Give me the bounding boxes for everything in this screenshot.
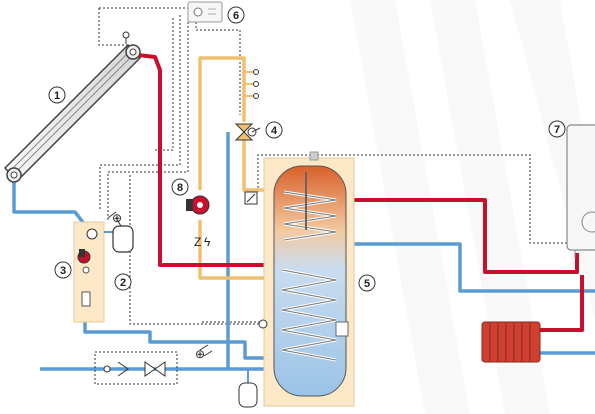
lightning-icon: ϟ: [204, 235, 211, 249]
svg-text:7: 7: [554, 124, 560, 136]
label-3: 3: [54, 261, 72, 279]
solar-controller: [187, 1, 223, 23]
solar-pump-station: [73, 221, 105, 323]
component-labels: 1 2 3 4 5 6 7 8: [48, 6, 566, 292]
radiator: [481, 321, 541, 363]
svg-text:8: 8: [177, 182, 183, 194]
lower-expansion-vessel: [238, 369, 258, 408]
svg-text:5: 5: [364, 278, 370, 290]
svg-text:1: 1: [54, 90, 60, 102]
label-1: 1: [48, 86, 66, 104]
thermostat-icon: [244, 191, 258, 205]
three-way-valve: [234, 123, 261, 141]
svg-text:⊕: ⊕: [112, 211, 122, 225]
label-5: 5: [358, 274, 376, 292]
control-wiring: [98, 7, 567, 325]
label-4: 4: [265, 121, 283, 139]
hot-pipes: [137, 53, 584, 332]
svg-text:4: 4: [271, 125, 278, 137]
expansion-vessel: ⊕: [104, 211, 134, 253]
z-symbol: Z: [194, 235, 201, 249]
cold-pipes: [12, 132, 595, 371]
svg-text:6: 6: [233, 10, 239, 22]
label-6: 6: [227, 6, 245, 24]
temperature-sensor-icon: [122, 31, 130, 39]
storage-tank: [258, 151, 355, 407]
svg-text:⊕: ⊕: [195, 347, 205, 361]
hot-water-taps: [244, 69, 259, 99]
svg-text:3: 3: [60, 265, 66, 277]
cold-water-inlet-group: ⊕: [94, 344, 213, 385]
svg-text:2: 2: [120, 277, 126, 289]
circulation-pipes: [198, 56, 272, 280]
label-2: 2: [114, 273, 132, 291]
circulation-pump: [186, 195, 210, 215]
label-8: 8: [171, 178, 189, 196]
label-7: 7: [548, 120, 566, 138]
boiler: [566, 124, 595, 258]
solar-collector: [3, 31, 142, 183]
